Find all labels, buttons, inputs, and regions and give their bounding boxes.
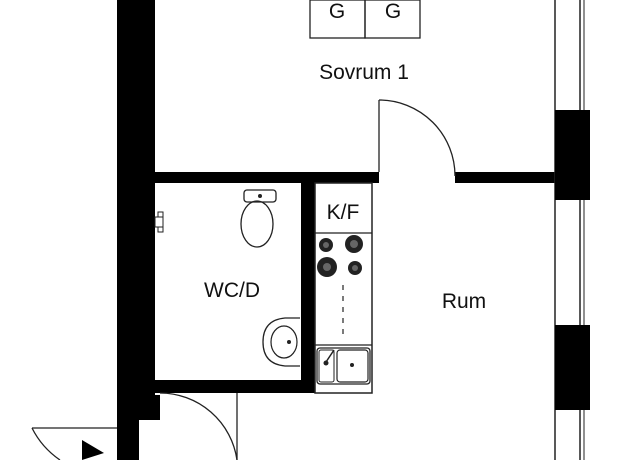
bathroom-door	[159, 392, 238, 460]
wardrobe-label-2: G	[385, 0, 401, 23]
wall-bathroom-bottom-right	[237, 380, 315, 393]
wall-bedroom-bottom-right	[455, 172, 559, 183]
wall-bathroom-bottom	[155, 380, 237, 393]
wall-bedroom-bottom-left	[117, 172, 379, 183]
wall-right-pillar-2	[555, 325, 590, 410]
bedroom-door	[378, 99, 456, 177]
room-label-bathroom: WC/D	[204, 279, 260, 302]
stove-icon	[317, 235, 363, 277]
toilet-icon	[240, 189, 277, 248]
entrance-door	[31, 427, 117, 460]
wall-left-jog	[117, 395, 139, 460]
wardrobe-label-1: G	[329, 0, 345, 23]
room-label-kitchenette: K/F	[327, 201, 360, 224]
wall-left-exterior	[117, 0, 155, 420]
bathroom-sink-icon	[262, 317, 300, 367]
kitchen-sink-icon	[316, 347, 371, 385]
entrance-arrow-icon	[82, 440, 104, 460]
room-label-bedroom: Sovrum 1	[319, 61, 409, 84]
wall-right-pillar-1	[555, 110, 590, 200]
wall-bathroom-right	[301, 183, 315, 393]
kitchenette-counter	[314, 182, 373, 394]
shower-fixture-icon	[154, 211, 164, 233]
wardrobe-2	[364, 0, 421, 39]
wall-left-jog-notch	[139, 395, 160, 420]
room-label-living: Rum	[442, 290, 486, 313]
